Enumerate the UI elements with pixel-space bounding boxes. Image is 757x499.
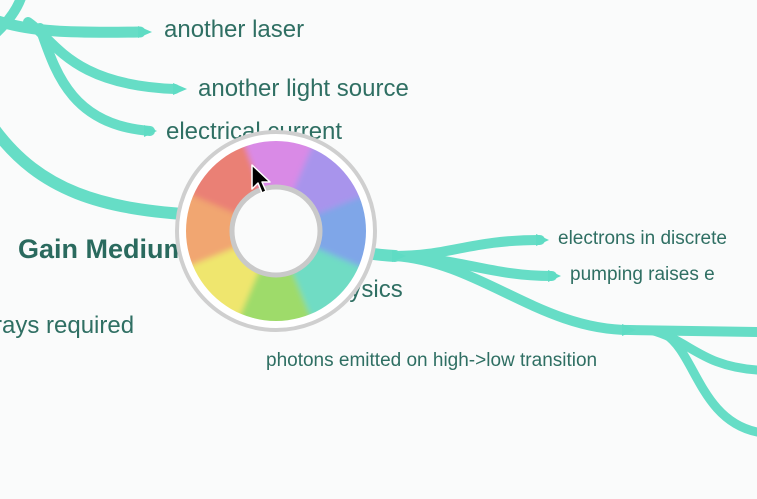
- tip-pumping: [548, 270, 561, 282]
- tip-electrical-current: [144, 125, 157, 137]
- node-gain-medium[interactable]: Gain Medium: [18, 234, 188, 264]
- node-rays-required[interactable]: rays required: [0, 312, 135, 339]
- node-pumping-raises[interactable]: pumping raises e: [570, 264, 715, 285]
- tip-electrons: [536, 234, 549, 246]
- tip-another-laser: [138, 26, 152, 38]
- color-swatch-blue[interactable]: [276, 193, 376, 274]
- branch-photons-lower-2: [660, 329, 757, 437]
- branch-another-laser: [0, 15, 146, 38]
- node-electrons-discrete[interactable]: electrons in discrete: [558, 228, 727, 249]
- branch-top-edge: [0, 0, 26, 37]
- node-another-laser[interactable]: another laser: [164, 16, 305, 43]
- color-swatch-orange[interactable]: [176, 188, 276, 269]
- color-swatch-magenta[interactable]: [238, 131, 319, 231]
- tip-another-light-source: [173, 83, 187, 95]
- node-photons-emitted[interactable]: photons emitted on high->low transition: [266, 350, 598, 371]
- tip-photons: [622, 324, 636, 336]
- branch-electrical-current: [35, 23, 155, 136]
- color-swatch-green[interactable]: [233, 231, 314, 331]
- branch-photons: [390, 251, 757, 337]
- branch-arrow-tips: [138, 26, 636, 336]
- node-another-light-source[interactable]: another light source: [198, 75, 409, 102]
- tip-gain-right: [392, 250, 406, 262]
